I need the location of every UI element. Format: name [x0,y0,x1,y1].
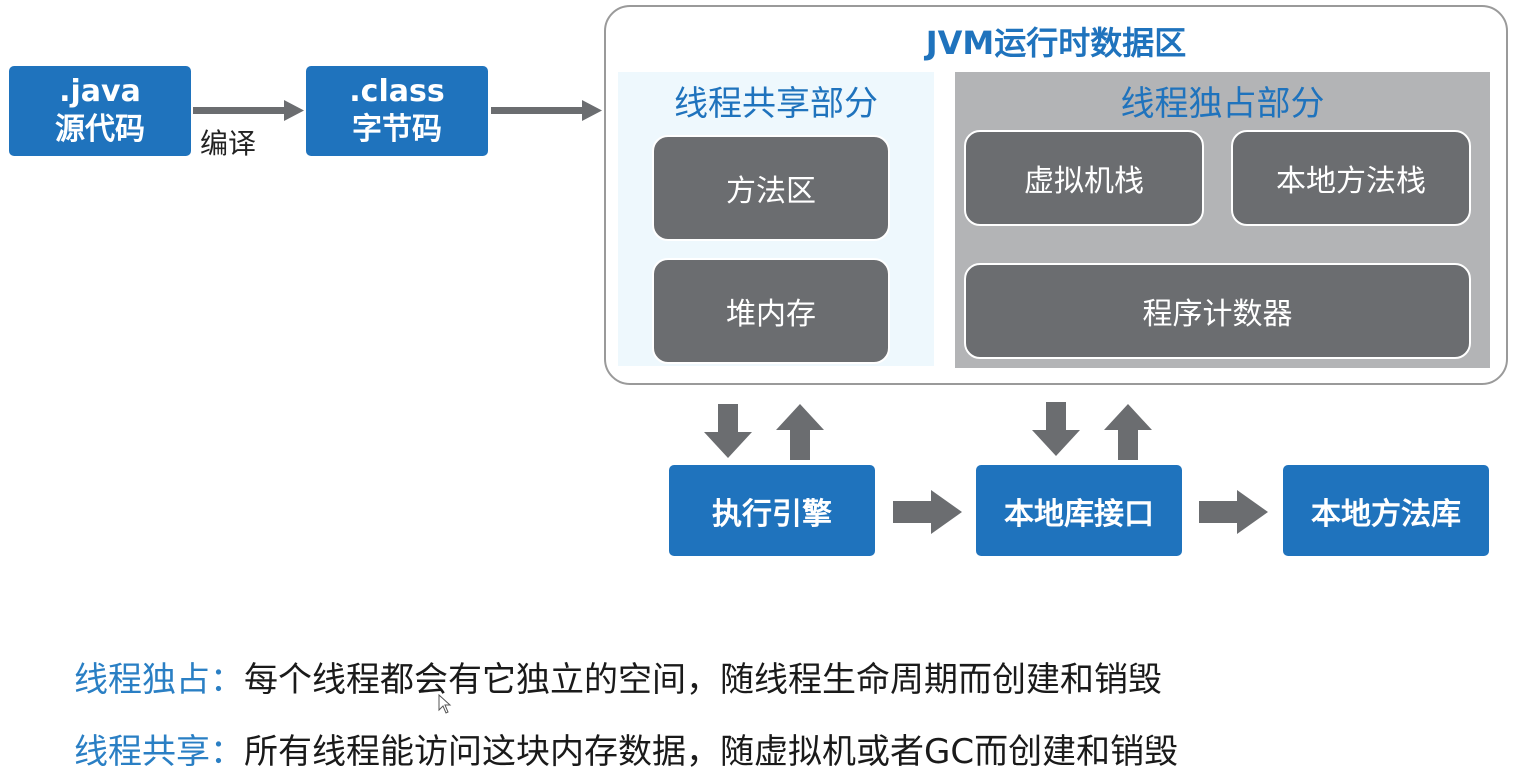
native-interface-box: 本地库接口 [976,465,1182,556]
execution-engine-box: 执行引擎 [669,465,875,556]
java-source-line2: 源代码 [55,112,145,147]
mouse-cursor-icon [438,694,452,714]
exclusive-section-title: 线程独占部分 [1120,83,1325,124]
arrow-interface-to-library [1199,490,1268,534]
native-method-stack-box: 本地方法栈 [1231,130,1471,226]
note-shared: 线程共享：所有线程能访问这块内存数据，随虚拟机或者GC而创建和销毁 [74,724,1178,773]
heap-memory-box: 堆内存 [652,258,890,364]
compile-label: 编译 [200,127,257,160]
note-exclusive-text: 每个线程都会有它独立的空间，随线程生命周期而创建和销毁 [244,660,1162,700]
arrow-engine-to-interface [893,490,962,534]
bytecode-line2: 字节码 [352,112,442,147]
native-library-box: 本地方法库 [1283,465,1489,556]
arrow-exclusive-up [1104,404,1152,460]
arrow-compile [193,100,304,121]
java-source-line1: .java [59,74,141,109]
arrow-exclusive-down [1032,402,1080,456]
vm-stack-box: 虚拟机栈 [964,130,1204,226]
note-shared-key: 线程共享： [74,732,244,772]
jvm-runtime-title: JVM运行时数据区 [925,24,1187,62]
java-source-box: .java 源代码 [9,66,191,156]
bytecode-box: .class 字节码 [306,66,488,156]
arrow-shared-down [704,404,752,458]
method-area-box: 方法区 [652,135,890,241]
note-exclusive-key: 线程独占： [74,660,244,700]
program-counter-box: 程序计数器 [964,263,1471,359]
note-shared-text: 所有线程能访问这块内存数据，随虚拟机或者GC而创建和销毁 [244,732,1179,772]
arrow-to-runtime [491,100,602,121]
shared-section-title: 线程共享部分 [674,83,878,124]
arrow-shared-up [776,404,824,460]
note-exclusive: 线程独占：每个线程都会有它独立的空间，随线程生命周期而创建和销毁 [74,652,1162,701]
bytecode-line1: .class [349,74,445,109]
